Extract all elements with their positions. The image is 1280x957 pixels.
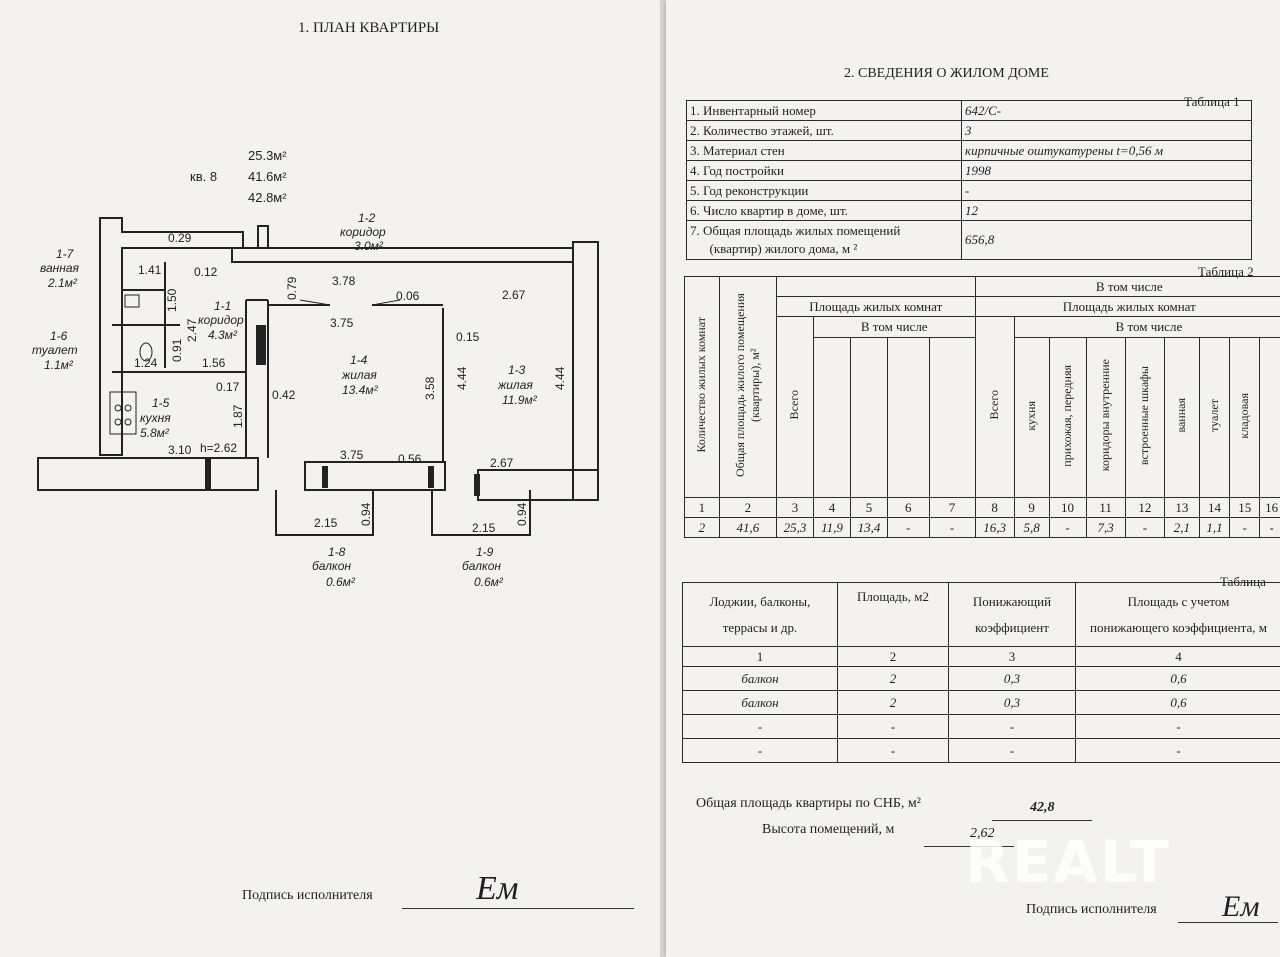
total-area-line [992, 820, 1092, 821]
floor-plan: кв. 8 25.3м² 41.6м² 42.8м² [32, 148, 599, 589]
height-label: Высота помещений, м [762, 822, 895, 837]
height-value: 2,62 [970, 826, 995, 841]
dim: 3.10 [168, 443, 192, 457]
room-area-1-6: 1.1м² [44, 358, 74, 372]
right-signature-line [1178, 922, 1278, 923]
room-name-1-7: ванная [40, 261, 80, 275]
dim: 2.15 [314, 516, 338, 530]
right-signature: Ем [1222, 890, 1260, 923]
table1-row: 2. Количество этажей, шт.3 [686, 120, 1252, 141]
building-section-title: 2. СВЕДЕНИЯ О ЖИЛОМ ДОМЕ [844, 66, 1049, 81]
dim: 0.06 [396, 289, 420, 303]
left-signature-label: Подпись исполнителя [242, 888, 373, 903]
room-name-1-9: балкон [462, 559, 501, 573]
room-name-1-2: коридор [340, 225, 386, 239]
table2-caption: Таблица 2 [1198, 264, 1254, 279]
room-id-1-2: 1-2 [358, 211, 376, 225]
dim: 2.15 [472, 521, 496, 535]
left-signature-line [402, 908, 634, 909]
room-name-1-4: жилая [341, 368, 377, 382]
dim: 3.58 [423, 376, 437, 400]
dim: 2.47 [185, 318, 199, 342]
dim: 2.67 [502, 288, 526, 302]
dim: 0.79 [285, 276, 299, 300]
dim: 0.94 [515, 502, 529, 526]
dim: 1.50 [165, 288, 179, 312]
table1-row: 7. Общая площадь жилых помещений (кварти… [686, 220, 1252, 260]
dim: h=2.62 [200, 441, 237, 455]
room-id-1-6: 1-6 [50, 329, 68, 343]
room-name-1-8: балкон [312, 559, 351, 573]
room-area-1-2: 3.0м² [354, 239, 384, 253]
table3-row: - - - - [682, 714, 1280, 739]
room-area-1-7: 2.1м² [47, 276, 78, 290]
table1-row: 6. Число квартир в доме, шт.12 [686, 200, 1252, 221]
apartment-area-living: 25.3м² [248, 148, 287, 163]
right-page: 2. СВЕДЕНИЯ О ЖИЛОМ ДОМЕ Таблица 1 1. Ин… [666, 0, 1280, 957]
dim: 3.75 [340, 448, 364, 462]
room-id-1-4: 1-4 [350, 353, 368, 367]
dim: 2.67 [490, 456, 514, 470]
room-name-1-6: туалет [32, 343, 78, 357]
apartment-area-full: 42.8м² [248, 190, 287, 205]
room-name-1-3: жилая [497, 378, 533, 392]
table3-row: - - - - [682, 738, 1280, 763]
dim: 0.42 [272, 388, 296, 402]
dim: 1.41 [138, 263, 162, 277]
dim: 0.17 [216, 380, 240, 394]
dim: 0.12 [194, 265, 218, 279]
room-area-1-5: 5.8м² [140, 426, 170, 440]
dim: 3.78 [332, 274, 356, 288]
table2-col-numbers: 1 2 3 4 5 6 7 8 9 10 11 12 13 14 15 16 [684, 497, 1280, 518]
room-id-1-5: 1-5 [152, 396, 170, 410]
room-area-1-4: 13.4м² [342, 383, 379, 397]
apartment-label: кв. 8 [190, 169, 217, 184]
room-id-1-9: 1-9 [476, 545, 494, 559]
dim: 3.75 [330, 316, 354, 330]
dim: 0.56 [398, 452, 422, 466]
room-area-1-3: 11.9м² [502, 393, 538, 407]
room-id-1-1: 1-1 [214, 299, 231, 313]
left-signature: Ем [476, 870, 519, 907]
room-name-1-1: коридор [198, 313, 244, 327]
table2-apartment-areas: Количество жилых комнат Общая площадь жи… [684, 276, 1280, 538]
room-id-1-8: 1-8 [328, 545, 346, 559]
room-area-1-1: 4.3м² [208, 328, 238, 342]
dim: 4.44 [553, 366, 567, 390]
dim: 1.56 [202, 356, 226, 370]
table1-row: 5. Год реконструкции- [686, 180, 1252, 201]
table3-row: балкон 2 0,3 0,6 [682, 690, 1280, 715]
room-id-1-3: 1-3 [508, 363, 526, 377]
table3-balconies: Лоджии, балконы,террасы и др. Площадь, м… [682, 582, 1280, 763]
dim: 0.94 [359, 502, 373, 526]
room-area-1-8: 0.6м² [326, 575, 356, 589]
apartment-area-total: 41.6м² [248, 169, 287, 184]
table3-row: балкон 2 0,3 0,6 [682, 666, 1280, 691]
dim: 0.29 [168, 231, 192, 245]
dim: 1.87 [231, 404, 245, 428]
right-signature-label: Подпись исполнителя [1026, 902, 1157, 917]
table2-values: 2 41,6 25,3 11,9 13,4 - - 16,3 5,8 - 7,3… [684, 517, 1280, 538]
total-area-label: Общая площадь квартиры по СНБ, м² [696, 796, 921, 811]
dim: 0.91 [170, 338, 184, 362]
total-area-value: 42,8 [1030, 800, 1055, 815]
dim: 0.15 [456, 330, 480, 344]
dim: 4.44 [455, 366, 469, 390]
dim: 1.24 [134, 356, 158, 370]
room-name-1-5: кухня [140, 411, 171, 425]
room-area-1-9: 0.6м² [474, 575, 504, 589]
height-line [924, 846, 1014, 847]
plan-section-title: 1. ПЛАН КВАРТИРЫ [298, 20, 440, 36]
left-page: 1. ПЛАН КВАРТИРЫ кв. 8 25.3м² 41.6м² 42.… [0, 0, 668, 957]
room-id-1-7: 1-7 [56, 247, 75, 261]
watermark-logo: REALT [965, 828, 1172, 896]
